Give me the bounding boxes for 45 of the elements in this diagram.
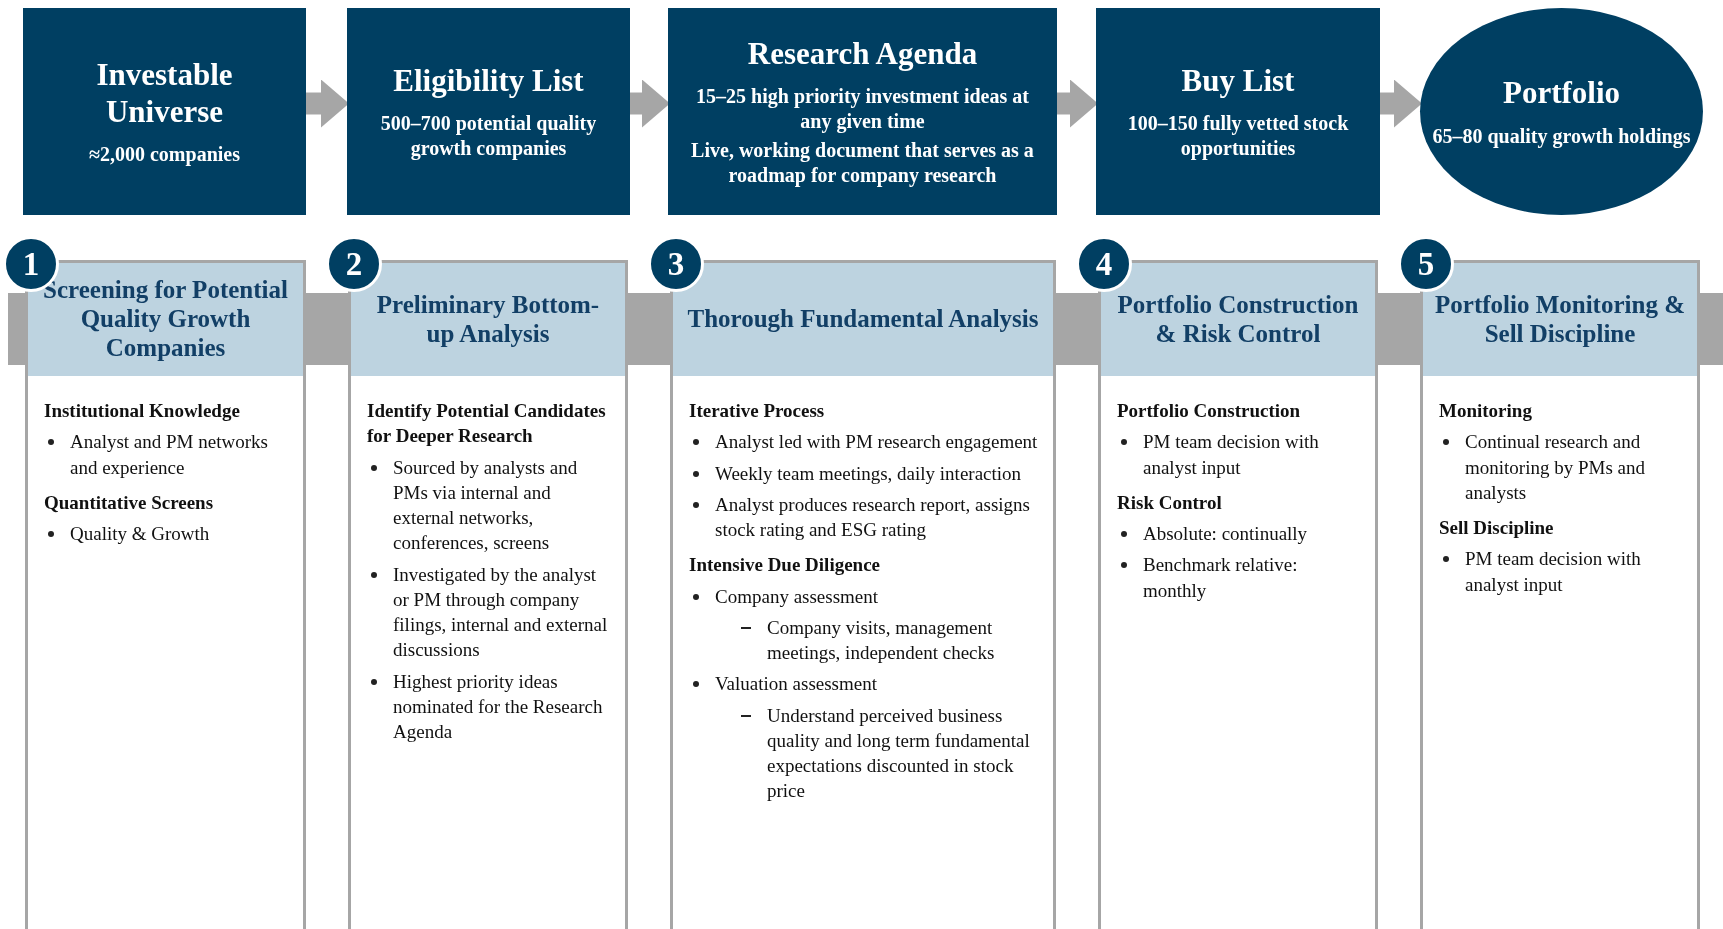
bullet-text: Quality & Growth: [70, 522, 210, 547]
stage-title: Portfolio: [1502, 74, 1621, 112]
stage-box: [668, 8, 1057, 215]
stage-description: 15–25 high priority investment ideas at any given time: [695, 84, 1030, 135]
stage-box: [23, 8, 306, 215]
stage-description: 65–80 quality growth holdings: [1432, 123, 1691, 149]
stage-title: Investable Universe: [95, 55, 234, 131]
bullet-text: Weekly team meetings, daily interaction: [715, 461, 1022, 486]
section-heading: Institutional Knowledge: [44, 399, 240, 423]
section-heading: Identify Potential Candidates for Deeper Research: [367, 399, 607, 449]
bullet-text: Analyst produces research report, assigns stock rating and ESG rating: [715, 492, 1031, 543]
section-heading: Iterative Process: [689, 399, 825, 423]
arrow: [1380, 79, 1422, 128]
section-heading: Risk Control: [1117, 490, 1222, 515]
bullet-text: Highest priority ideas nominated for the Research Agenda: [393, 669, 604, 745]
bullet-text: Continual research and monitoring by PMs and analysts: [1465, 430, 1646, 505]
bullet-text: Valuation assessment: [715, 672, 877, 697]
arrow: [630, 79, 670, 128]
stage-description: 500–700 potential quality growth companies: [379, 111, 598, 162]
bullet-text: Understand perceived business quality and long term fundamental expectations discounted in stock price: [767, 703, 1031, 804]
section-heading: Quantitative Screens: [44, 490, 214, 515]
stage-title: Eligibility List: [393, 61, 584, 100]
bullet-text: PM team decision with analyst input: [1465, 547, 1642, 597]
bullet-text: Analyst and PM networks and experience: [70, 430, 269, 480]
bullet-text: Company visits, management meetings, independent checks: [767, 615, 996, 666]
section-heading: Intensive Due Diligence: [689, 553, 881, 578]
bullet-text: Investigated by the analyst or PM through company filings, internal and external discussions: [393, 562, 609, 663]
stage-description: Live, working document that serves as a roadmap for company research: [690, 138, 1035, 189]
bullet-text: Analyst led with PM research engagement: [715, 430, 1038, 455]
bullet-text: Company assessment: [715, 584, 879, 609]
bullet-text: PM team decision with analyst input: [1143, 430, 1320, 480]
bullet-text: Sourced by analysts and PMs via internal and external networks, conferences, screens: [393, 455, 579, 556]
stage-box: [347, 8, 630, 215]
stage-title: Buy List: [1181, 61, 1295, 100]
stage-description: 100–150 fully vetted stock opportunities: [1126, 111, 1350, 162]
section-heading: Sell Discipline: [1439, 516, 1554, 541]
stage-description: ≈2,000 companies: [89, 142, 240, 168]
bullet-text: Benchmark relative: monthly: [1143, 553, 1299, 603]
section-heading: Monitoring: [1439, 399, 1532, 423]
arrow: [1057, 79, 1098, 128]
arrow: [306, 79, 349, 128]
stage-title: Research Agenda: [747, 34, 978, 73]
bullet-text: Absolute: continually: [1143, 522, 1308, 547]
section-heading: Portfolio Construction: [1117, 399, 1301, 423]
stage-box: [1096, 8, 1380, 215]
